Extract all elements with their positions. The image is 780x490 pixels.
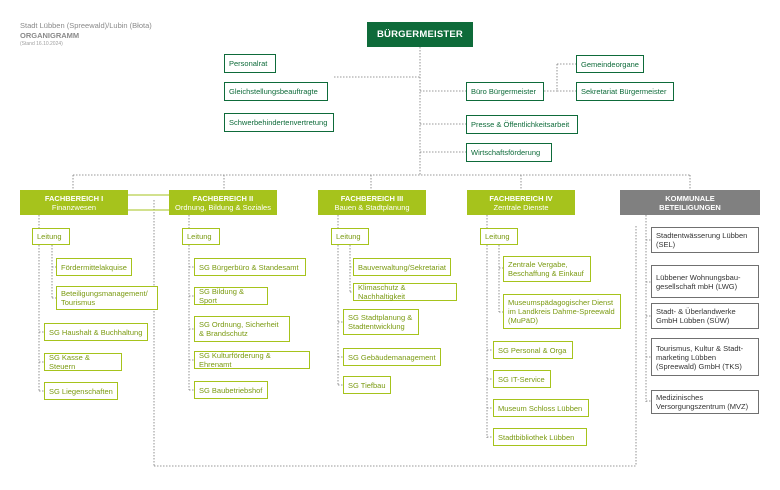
fb2-sg-bildung: SG Bildung & Sport [194, 287, 268, 305]
staff-gleichstellung: Gleichstellungsbeauftragte [224, 82, 328, 101]
document-date: (Stand 16.10.2024) [20, 41, 63, 47]
fachbereich-1-subtitle: Finanzwesen [51, 202, 97, 212]
staff-schwerbehindert: Schwerbehindertenvertretung [224, 113, 334, 132]
fachbereich-1-title: FACHBEREICH I [44, 193, 104, 203]
fachbereich-4-subtitle: Zentrale Dienste [493, 202, 549, 212]
fachbereich-2-subtitle: Ordnung, Bildung & Soziales [175, 202, 271, 212]
header: Stadt Lübben (Spreewald)/Lubin (Błota) O… [20, 21, 152, 47]
document-title: ORGANIGRAMM [20, 31, 80, 40]
fb3-sg-tiefbau: SG Tiefbau [343, 376, 391, 394]
fb1-sg-haushalt: SG Haushalt & Buchhaltung [44, 323, 148, 341]
kommunal-sel: Stadtentwässerung Lübben (SEL) [651, 227, 759, 253]
mayor-box: BÜRGERMEISTER [367, 22, 473, 47]
fb3-sg-gebaeudemanagement: SG Gebäudemanagement [343, 348, 441, 366]
fachbereich-2-header: FACHBEREICH II Ordnung, Bildung & Sozial… [169, 190, 277, 215]
fb4-zentrale-vergabe: Zentrale Vergabe, Beschaffung & Einkauf [503, 256, 591, 282]
fb4-leitung: Leitung [480, 228, 518, 245]
fb1-sg-liegenschaften: SG Liegenschaften [44, 382, 118, 400]
wirtschaftsfoerderung: Wirtschaftsförderung [466, 143, 552, 162]
fb4-museum-schloss: Museum Schloss Lübben [493, 399, 589, 417]
fachbereich-3-title: FACHBEREICH III [340, 193, 404, 203]
fb3-bauverwaltung: Bauverwaltung/Sekretariat [353, 258, 451, 276]
fb4-mupaed: Museumspädagogischer Dienst im Landkreis… [503, 294, 621, 329]
fb2-leitung: Leitung [182, 228, 220, 245]
fb3-klimaschutz: Klimaschutz & Nachhaltigkeit [353, 283, 457, 301]
fb2-sg-kulturfoerderung: SG Kulturförderung & Ehrenamt [194, 351, 310, 369]
kommunal-lwg: Lübbener Wohnungsbau-gesellschaft mbH (L… [651, 265, 759, 298]
fb2-sg-ordnung: SG Ordnung, Sicherheit & Brandschutz [194, 316, 290, 342]
kommunal-suew: Stadt- & Überlandwerke GmbH Lübben (SÜW) [651, 303, 759, 329]
fb2-sg-baubetriebshof: SG Baubetriebshof [194, 381, 268, 399]
sekretariat-buergermeister: Sekretariat Bürgermeister [576, 82, 674, 101]
fachbereich-4-header: FACHBEREICH IV Zentrale Dienste [467, 190, 575, 215]
fb1-leitung: Leitung [32, 228, 70, 245]
presse-oeffentlichkeit: Presse & Öffentlichkeitsarbeit [466, 115, 578, 134]
fb3-sg-stadtplanung: SG Stadtplanung & Stadtentwicklung [343, 309, 419, 335]
fb1-sg-kasse: SG Kasse & Steuern [44, 353, 122, 371]
fb4-sg-it-service: SG IT-Service [493, 370, 551, 388]
city-name: Stadt Lübben (Spreewald)/Lubin (Błota) [20, 21, 152, 30]
fb1-beteiligungsmanagement: Beteiligungsmanagement/ Tourismus [56, 286, 158, 310]
fb2-sg-buergerbuero: SG Bürgerbüro & Standesamt [194, 258, 306, 276]
fb4-stadtbibliothek: Stadtbibliothek Lübben [493, 428, 587, 446]
fachbereich-2-title: FACHBEREICH II [192, 193, 254, 203]
kommunal-mvz: Medizinisches Versorgungszentrum (MVZ) [651, 390, 759, 414]
staff-personalrat: Personalrat [224, 54, 276, 73]
gemeindeorgane: Gemeindeorgane [576, 55, 644, 73]
kommunal-tks: Tourismus, Kultur & Stadt-marketing Lübb… [651, 338, 759, 376]
fachbereich-3-subtitle: Bauen & Stadtplanung [334, 202, 410, 212]
kommunale-beteiligungen-header: KOMMUNALE BETEILIGUNGEN [620, 190, 760, 215]
fachbereich-3-header: FACHBEREICH III Bauen & Stadtplanung [318, 190, 426, 215]
fachbereich-4-title: FACHBEREICH IV [489, 193, 553, 203]
fb3-leitung: Leitung [331, 228, 369, 245]
fb1-foerdermittelakquise: Fördermittelakquise [56, 258, 132, 276]
fachbereich-1-header: FACHBEREICH I Finanzwesen [20, 190, 128, 215]
buero-buergermeister: Büro Bürgermeister [466, 82, 544, 101]
fb4-sg-personal: SG Personal & Orga [493, 341, 573, 359]
kommunal-title: KOMMUNALE BETEILIGUNGEN [659, 193, 721, 212]
